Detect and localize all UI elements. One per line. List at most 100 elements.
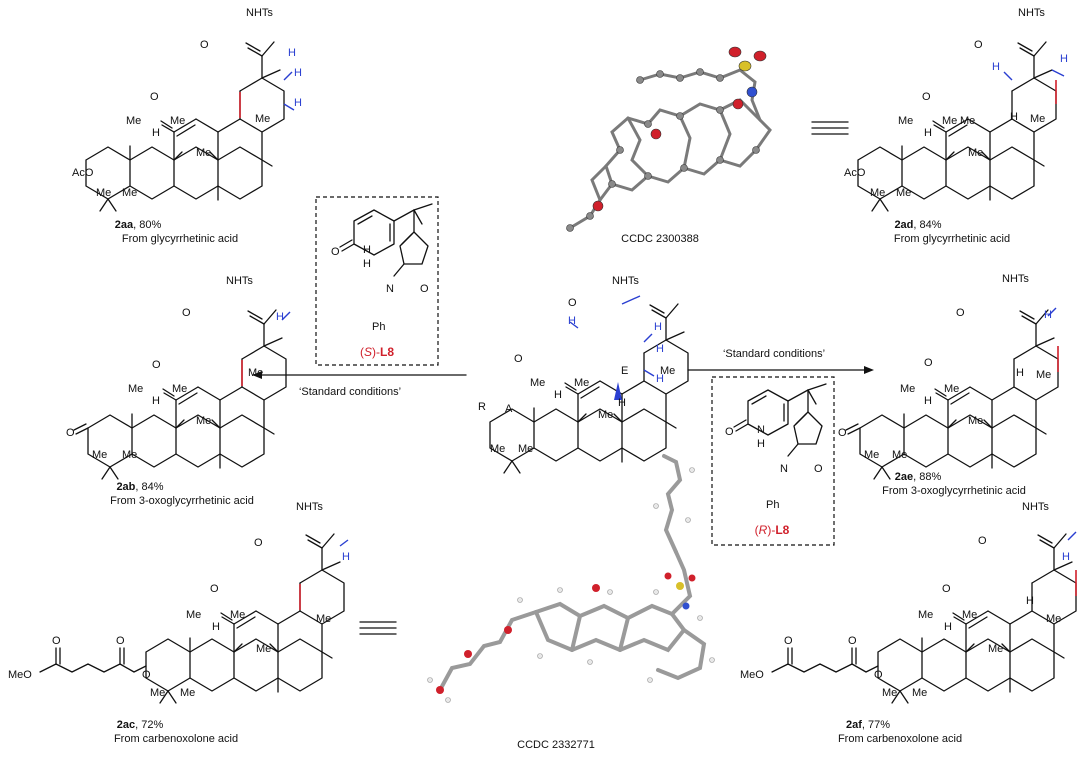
me-label: Me — [892, 449, 907, 461]
h-label: H — [342, 551, 350, 563]
source-2ab: From 3-oxoglycyrrhetinic acid — [110, 495, 254, 507]
o-label: O — [784, 635, 793, 647]
me-label: Me — [968, 415, 983, 427]
me-label: Me — [256, 643, 271, 655]
h-label: H — [992, 61, 1000, 73]
o-label: O — [725, 426, 734, 438]
me-label: Me — [944, 383, 959, 395]
molecule-2ad: NHTs O H H O Me Me Me Me H H Me AcO Me M… — [844, 7, 1068, 245]
sulfur-atom-bottom — [676, 582, 684, 590]
aco-label: AcO — [844, 167, 866, 179]
crystal-structure-bottom: CCDC 2332771 — [427, 454, 715, 751]
source-2af: From carbenoxolone acid — [838, 733, 962, 745]
me-label: Me — [882, 687, 897, 699]
me-label: Me — [150, 687, 165, 699]
equivalence-symbol-bottom — [359, 621, 397, 635]
o-label: O — [924, 357, 933, 369]
o-label: O — [848, 635, 857, 647]
me-label: Me — [126, 115, 141, 127]
nhts-label: NHTs — [246, 7, 273, 19]
o-label: O — [152, 359, 161, 371]
me-label: Me — [92, 449, 107, 461]
ccdc-bottom-label: CCDC 2332771 — [517, 739, 595, 751]
me-label: Me — [316, 613, 331, 625]
me-label: Me — [128, 383, 143, 395]
molecule-2ab: NHTs O H O Me Me Me H Me O Me Me 2ab, 84… — [66, 275, 291, 507]
o-label: O — [150, 91, 159, 103]
arrow-left-label: ‘Standard conditions’ — [299, 386, 401, 398]
h-label: H — [656, 343, 664, 355]
me-label: Me — [196, 147, 211, 159]
me-label: Me — [898, 115, 913, 127]
caption-2ae: 2ae, 88% — [895, 471, 942, 483]
h-label: H — [618, 397, 626, 409]
me-label: Me — [172, 383, 187, 395]
meo-label: MeO — [8, 669, 32, 681]
h-label: H — [757, 438, 765, 450]
h-label: H — [152, 395, 160, 407]
h-label: H — [656, 373, 664, 385]
ligand-name-s: (S)-L8 — [360, 345, 394, 359]
o-label: O — [838, 427, 847, 439]
crystal-structure-top: CCDC 2300388 — [566, 46, 772, 245]
h-label: H — [363, 244, 371, 256]
substrate-molecule: NHTs O H H H H E O Me Me Me H H Me R A M… — [478, 275, 689, 474]
h-label: H — [152, 127, 160, 139]
o-label: O — [52, 635, 61, 647]
o-label: O — [922, 91, 931, 103]
me-label: Me — [942, 115, 957, 127]
h-label: H — [363, 258, 371, 270]
o-label: O — [116, 635, 125, 647]
me-label: Me — [988, 643, 1003, 655]
molecule-2af: NHTs O H O Me Me Me H H Me O O O MeO Me … — [740, 501, 1077, 745]
me-label: Me — [896, 187, 911, 199]
o-label: O — [568, 297, 577, 309]
me-label: Me — [255, 113, 270, 125]
ligand-box-r-l8: O N H N O Ph (R)-L8 — [711, 376, 835, 546]
h-label: H — [924, 127, 932, 139]
o-label: O — [182, 307, 191, 319]
me-label: Me — [660, 365, 675, 377]
source-2aa: From glycyrrhetinic acid — [122, 233, 238, 245]
me-label: Me — [180, 687, 195, 699]
source-2ad: From glycyrrhetinic acid — [894, 233, 1010, 245]
sulfur-atom — [738, 60, 752, 72]
h-label: H — [212, 621, 220, 633]
h-label: H — [944, 621, 952, 633]
h-label: H — [554, 389, 562, 401]
h-label: H — [1044, 309, 1052, 321]
nhts-label: NHTs — [296, 501, 323, 513]
me-label: Me — [900, 383, 915, 395]
ring-a-label: A — [505, 403, 513, 415]
caption-2ad: 2ad, 84% — [894, 219, 941, 231]
equivalence-symbol-top — [811, 121, 849, 135]
me-label: Me — [96, 187, 111, 199]
me-label: Me — [1036, 369, 1051, 381]
me-label: Me — [968, 147, 983, 159]
r-label: R — [478, 401, 486, 413]
meo-label: MeO — [740, 669, 764, 681]
molecule-2aa: NHTs O H H H O Me Me Me H Me AcO Me Me 2… — [72, 7, 302, 245]
nhts-label: NHTs — [1002, 273, 1029, 285]
nhts-label: NHTs — [612, 275, 639, 287]
me-label: Me — [598, 409, 613, 421]
h-label: H — [1016, 367, 1024, 379]
me-label: Me — [122, 187, 137, 199]
h-label: H — [654, 321, 662, 333]
me-label: Me — [960, 115, 975, 127]
caption-2af: 2af, 77% — [846, 719, 890, 731]
nitrogen-atom-bottom — [682, 602, 690, 610]
o-label: O — [420, 283, 429, 295]
me-label: Me — [518, 443, 533, 455]
me-label: Me — [962, 609, 977, 621]
me-label: Me — [870, 187, 885, 199]
n-label: N — [757, 424, 765, 436]
ph-label: Ph — [766, 499, 779, 511]
source-2ac: From carbenoxolone acid — [114, 733, 238, 745]
ring-e-label: E — [621, 365, 628, 377]
h-label: H — [1060, 53, 1068, 65]
h-label: H — [294, 67, 302, 79]
me-label: Me — [122, 449, 137, 461]
aco-label: AcO — [72, 167, 94, 179]
